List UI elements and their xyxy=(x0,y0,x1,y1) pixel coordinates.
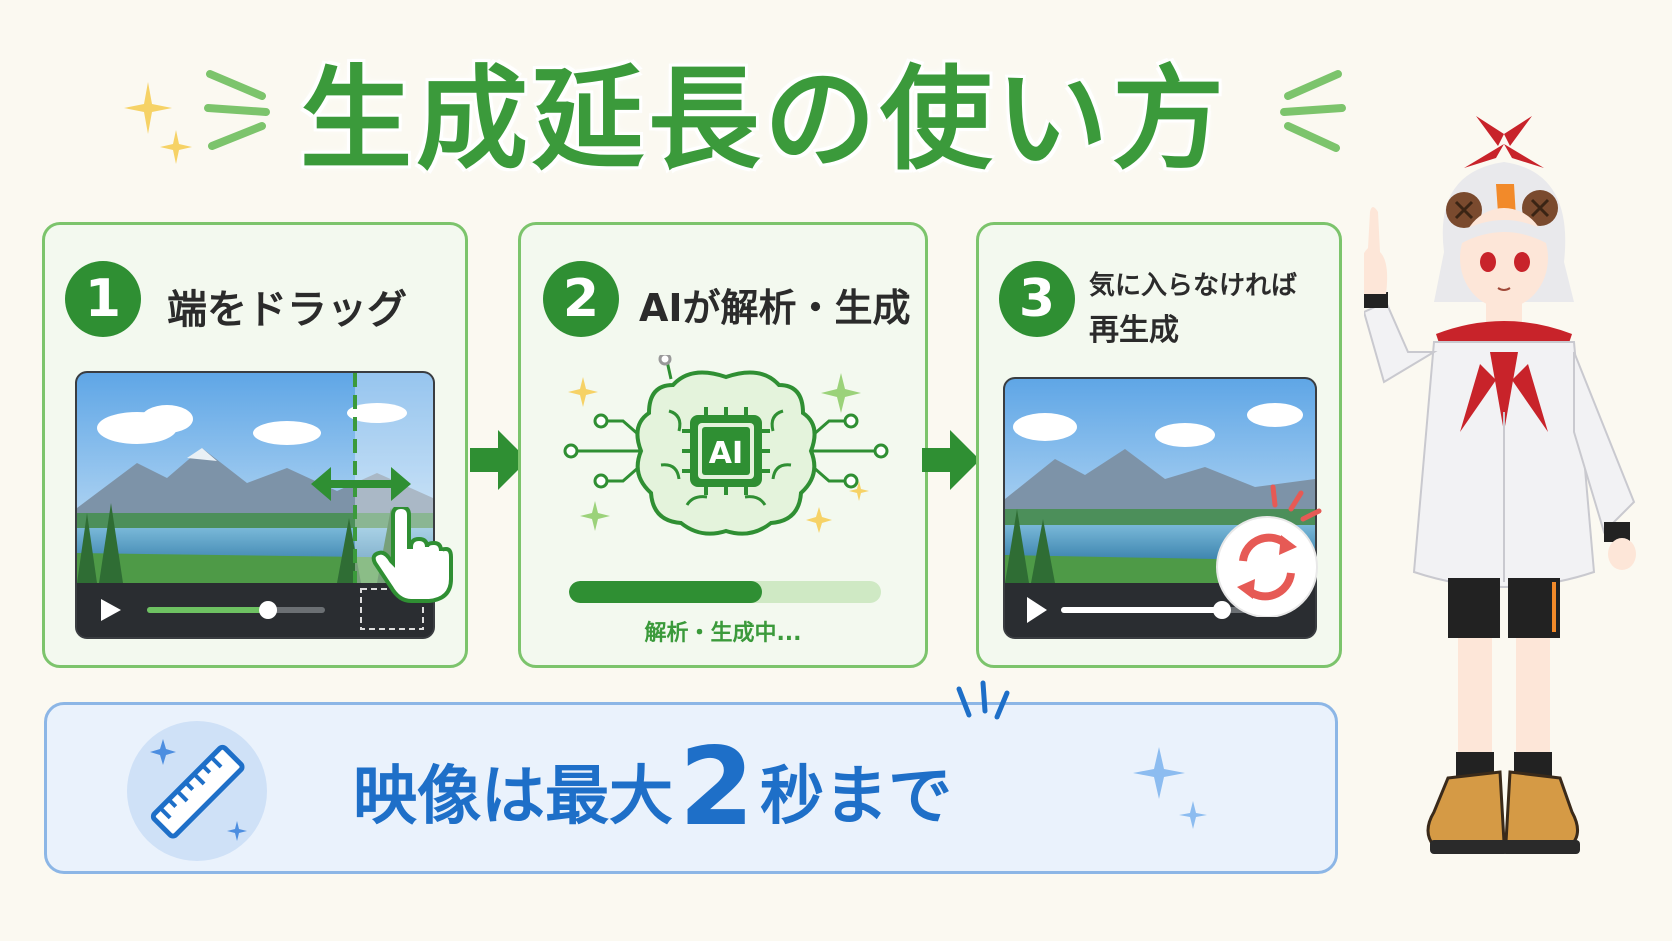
step-label-1: 端をドラッグ xyxy=(167,287,407,333)
pointer-hand-icon xyxy=(371,507,453,603)
step-number-3: 3 xyxy=(999,261,1075,337)
next-arrow-icon xyxy=(470,430,528,490)
progress-fill-3 xyxy=(1061,607,1222,613)
regenerate-icon[interactable] xyxy=(1211,477,1341,617)
duration-text-after: 秒まで xyxy=(760,760,953,834)
step-label-3-line1: 気に入らなければ xyxy=(1089,271,1298,301)
step-card-2: 2 AIが解析・生成 AI xyxy=(518,222,928,668)
step-number-1: 1 xyxy=(65,261,141,337)
progress-knob-1 xyxy=(259,601,278,619)
ai-brain-icon: AI xyxy=(563,355,889,536)
ruler-icon xyxy=(150,739,247,841)
ai-chip-label: AI xyxy=(709,436,743,471)
player-controls-1 xyxy=(77,583,433,637)
title-burst-left-icon xyxy=(204,70,270,150)
duration-limit-banner: 映像は最大2秒まで xyxy=(44,680,1338,874)
duration-text-before: 映像は最大 xyxy=(353,760,673,834)
progress-knob-3 xyxy=(1213,601,1231,619)
analysis-progress-fill xyxy=(569,581,763,603)
sparkle-icon xyxy=(1133,747,1207,829)
next-arrow-icon xyxy=(922,430,980,490)
step-label-2: AIが解析・生成 xyxy=(639,286,911,330)
page-title: 生成延長の使い方 xyxy=(300,55,1228,185)
play-icon xyxy=(1027,597,1047,623)
duration-highlight-number: 2 xyxy=(679,725,755,850)
step-card-1: 1 端をドラッグ xyxy=(42,222,468,668)
title-burst-right-icon xyxy=(1280,70,1346,152)
analysis-progress-track xyxy=(569,581,881,603)
step-card-3: 3 気に入らなければ 再生成 xyxy=(976,222,1342,668)
mascot-illustration xyxy=(1364,116,1636,854)
ruler-badge xyxy=(127,721,267,861)
duration-limit-text: 映像は最大2秒まで xyxy=(353,733,952,852)
hair-ribbon xyxy=(1464,116,1544,168)
progress-fill-1 xyxy=(147,607,269,613)
step-label-3-line2: 再生成 xyxy=(1089,313,1179,348)
step-number-2: 2 xyxy=(543,261,619,337)
play-icon xyxy=(101,599,121,621)
highlight-burst-icon xyxy=(956,680,1010,720)
sparkle-icon xyxy=(124,82,192,164)
analysis-status-text: 解析・生成中... xyxy=(644,621,802,646)
resize-arrow-icon xyxy=(311,467,411,501)
